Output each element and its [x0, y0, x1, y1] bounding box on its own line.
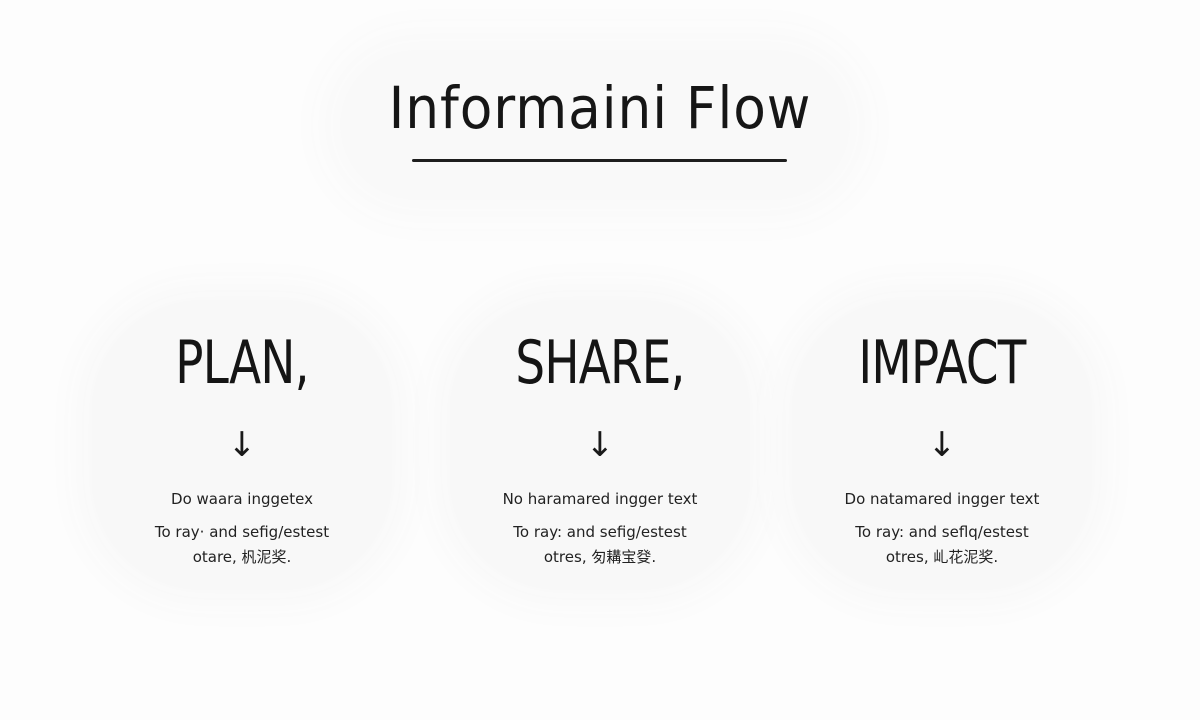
down-arrow-icon: ↓	[227, 425, 257, 465]
step-text-line: To ray· and sefig/estest	[154, 523, 330, 541]
title-background	[340, 50, 850, 200]
step-heading: SHARE,	[515, 328, 685, 398]
flow-step-share: SHARE, ↓ No haramared ingger text To ray…	[430, 300, 770, 600]
flow-step-impact: IMPACT ↓ Do natamared ingger text To ray…	[772, 300, 1112, 600]
step-background	[792, 300, 1092, 590]
step-heading: PLAN,	[175, 328, 309, 398]
step-heading: IMPACT	[858, 328, 1026, 398]
step-text-line: otare, 杋泥奖.	[192, 548, 292, 566]
step-text-line: No haramared ingger text	[502, 490, 698, 508]
diagram-title: Informaini Flow	[388, 74, 812, 142]
step-text-line: To ray: and sefig/estest	[513, 523, 687, 541]
title-underline	[412, 159, 787, 162]
step-text-line: otres, 匇耩宝癹.	[543, 548, 657, 566]
flow-step-plan: PLAN, ↓ Do waara inggetex To ray· and se…	[72, 300, 412, 600]
step-background	[450, 300, 750, 590]
down-arrow-icon: ↓	[585, 425, 615, 465]
down-arrow-icon: ↓	[927, 425, 957, 465]
step-text-line: To ray: and seflq/estest	[855, 523, 1029, 541]
step-text-line: Do waara inggetex	[171, 490, 313, 508]
step-text-line: Do natamared ingger text	[844, 490, 1040, 508]
step-text-line: otres, 乢花泥奖.	[885, 548, 999, 566]
step-background	[92, 300, 392, 590]
